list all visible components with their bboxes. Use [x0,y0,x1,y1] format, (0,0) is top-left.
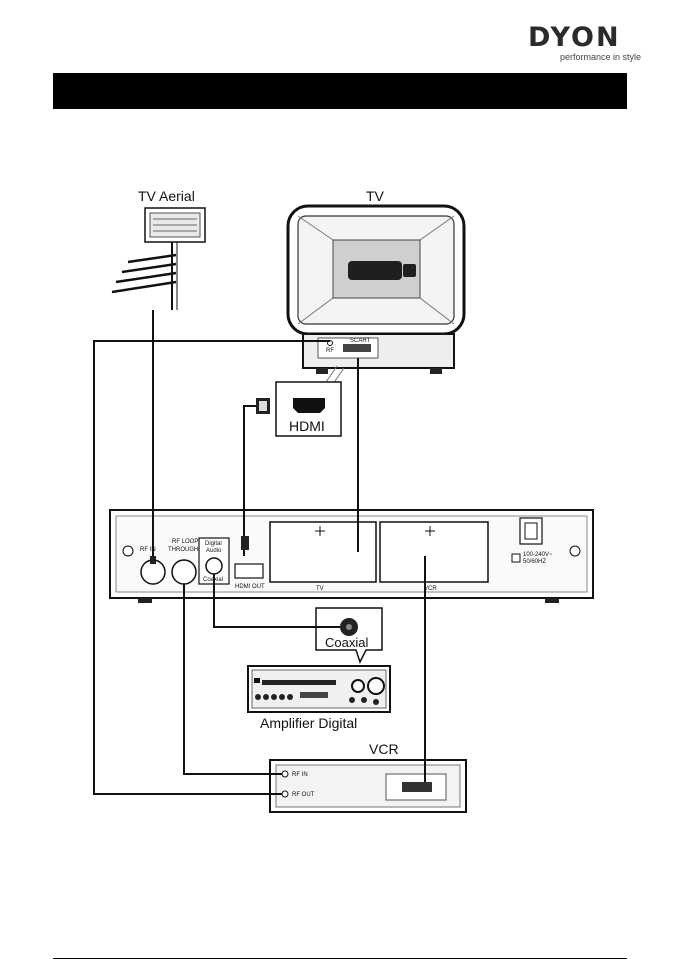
tv-rf-port-label: RF [326,348,334,354]
tv-scart-port-label: TV [316,586,324,592]
power-label-1: 100-240V~ [523,552,553,558]
vcr-rf-out-label: RF OUT [292,792,315,798]
hdmi-label: HDMI [289,418,325,434]
amplifier: Amplifier Digital [248,666,390,731]
rf-in-plug [150,556,156,564]
receiver-back-panel: RF IN RF LOOP THROUGH Digital Audio Coax… [110,510,593,603]
tv-aerial-label: TV Aerial [138,188,195,204]
vcr: VCR RF IN RF OUT [270,741,466,812]
tv: TV RF SCART [288,188,464,374]
coaxial-badge: Coaxial [316,608,382,662]
power-label-2: 50/60HZ [523,559,546,565]
vcr-scart-port-label: VCR [424,586,437,592]
hdmi-out-port-label: HDMI OUT [235,584,265,590]
tv-scart-port-label: SCART [350,338,371,344]
rf-loop-port-label-2: THROUGH [168,547,198,553]
hdmi-plug [241,536,249,550]
digital-port-label-2: Audio [206,548,222,554]
digital-port-label-1: Digital [205,541,222,547]
vcr-label: VCR [369,741,399,757]
rf-loop-port-label-1: RF LOOP [172,539,198,545]
coaxial-label: Coaxial [325,635,368,650]
tv-aerial: TV Aerial [112,188,205,310]
hdmi-badge: HDMI [256,366,344,436]
page-bottom-rule [53,958,627,959]
vcr-rf-in-label: RF IN [292,772,308,778]
tv-label: TV [366,188,385,204]
amplifier-label: Amplifier Digital [260,715,357,731]
